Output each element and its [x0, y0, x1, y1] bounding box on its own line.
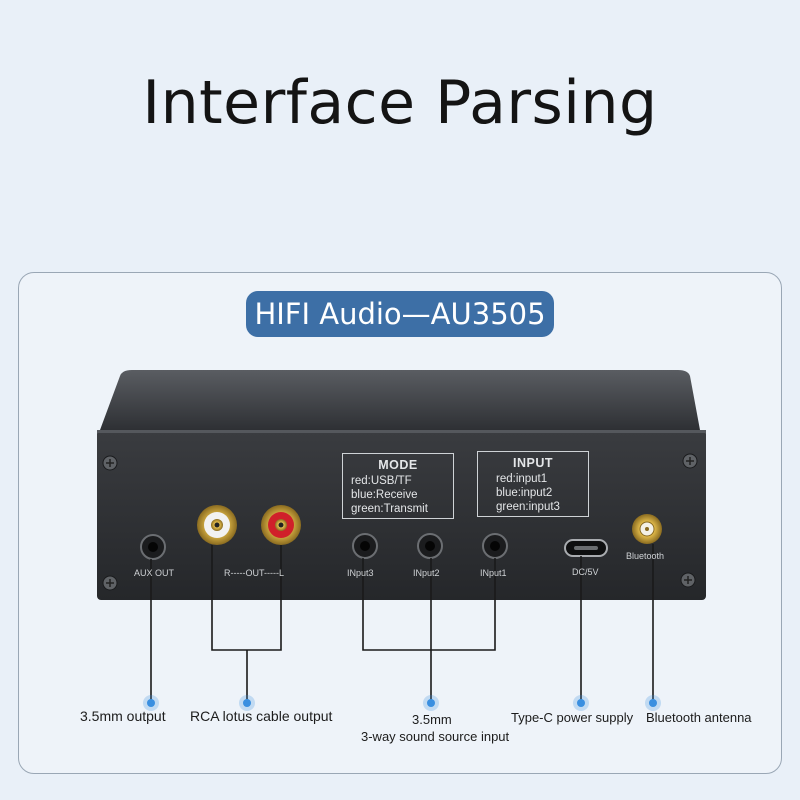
- rca-red-jack-icon: [261, 505, 301, 545]
- page-title: Interface Parsing: [142, 68, 658, 138]
- mode-legend-box: MODE red:USB/TF blue:Receive green:Trans…: [342, 453, 454, 519]
- aux-out-port-label: AUX OUT: [134, 568, 175, 578]
- dc-5v-port-label: DC/5V: [572, 567, 599, 577]
- input-line: green:input3: [496, 501, 560, 513]
- bluetooth-antenna-connector-icon: [632, 514, 662, 544]
- input2-jack-icon: [417, 533, 443, 559]
- input-legend-box: INPUT red:input1 blue:input2 green:input…: [477, 451, 589, 517]
- mode-line: green:Transmit: [351, 503, 428, 515]
- device-top: [100, 370, 700, 430]
- device-front-panel: [97, 430, 706, 600]
- input1-port-label: INput1: [480, 568, 507, 578]
- model-badge: HIFI Audio—AU3505: [246, 291, 554, 337]
- bluetooth-antenna-callout: Bluetooth antenna: [646, 710, 752, 725]
- input1-jack-icon: [482, 533, 508, 559]
- input3-port-label: INput3: [347, 568, 374, 578]
- aux-jack-icon: [140, 534, 166, 560]
- mode-line: red:USB/TF: [351, 475, 412, 487]
- inputs-callout-line1: 3.5mm: [412, 712, 452, 727]
- rca-output-callout: RCA lotus cable output: [190, 708, 333, 724]
- callout-lines: [150, 544, 654, 700]
- usb-c-port-icon: [564, 539, 608, 557]
- typec-callout: Type-C power supply: [511, 710, 634, 725]
- input-line: red:input1: [496, 473, 548, 485]
- input-heading: INPUT: [513, 456, 553, 470]
- inputs-callout-line2: 3-way sound source input: [361, 729, 510, 744]
- rca-white-jack-icon: [197, 505, 237, 545]
- input3-jack-icon: [352, 533, 378, 559]
- mode-heading: MODE: [378, 458, 418, 472]
- aux-output-callout: 3.5mm output: [80, 708, 166, 724]
- rca-out-port-label: R-----OUT-----L: [224, 568, 284, 578]
- callout-dot-icon: [143, 695, 661, 711]
- bluetooth-port-label: Bluetooth: [626, 551, 665, 561]
- input2-port-label: INput2: [413, 568, 440, 578]
- input-line: blue:input2: [496, 487, 553, 499]
- mode-line: blue:Receive: [351, 489, 418, 501]
